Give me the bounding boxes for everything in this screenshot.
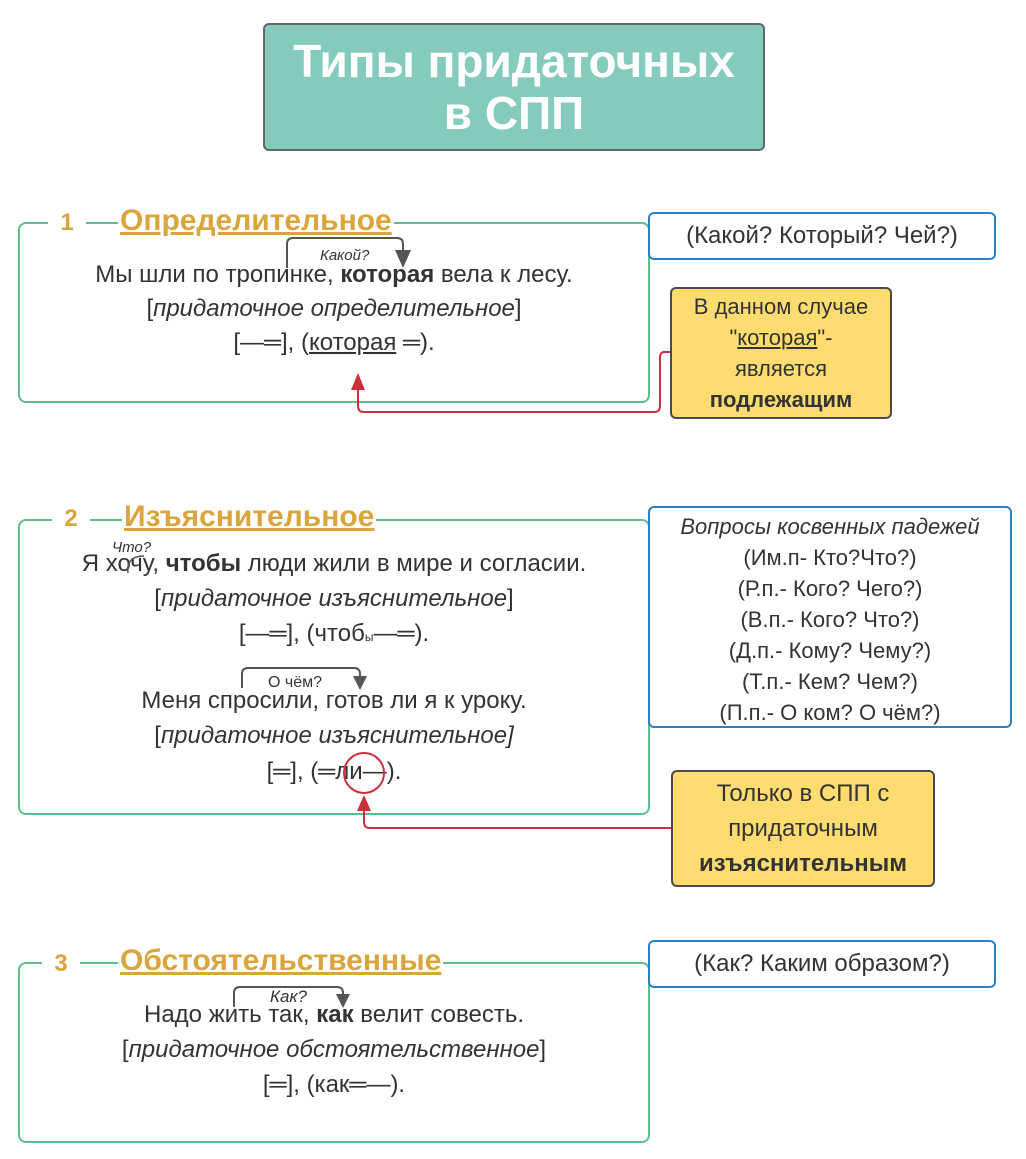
- scheme-part: ═).: [396, 329, 435, 356]
- questions-item: (В.п.- Кого? Что?): [740, 607, 920, 632]
- note-line: "которая"-: [672, 322, 890, 353]
- scheme-part: —).: [362, 758, 402, 785]
- section-2-question-label-1: Что?: [112, 539, 152, 556]
- note-line: является: [734, 356, 828, 381]
- page-title: Типы придаточных в СПП: [263, 23, 765, 151]
- note-line: В данном случае: [693, 294, 869, 319]
- section-2-sentence-2: Меня спросили, готов ли я к уроку.: [141, 687, 527, 714]
- section-1-scheme: [—═], (которая ═).: [20, 328, 648, 358]
- scheme-particle-word: ли: [335, 758, 363, 785]
- section-2-questions-box: Вопросы косвенных падежей (Им.п- Кто?Что…: [648, 506, 1012, 728]
- section-1-sentence: Мы шли по тропинке, которая вела к лесу.: [20, 260, 648, 290]
- type-label-text: придаточное изъяснительное: [160, 585, 508, 612]
- note-line-bold: изъяснительным: [698, 850, 908, 877]
- sentence-part: люди жили в мире и согласии.: [241, 550, 587, 577]
- section-2-type-label-2: [придаточное изъяснительное]: [154, 722, 514, 749]
- section-3-scheme: [═], (как═—).: [262, 1071, 406, 1098]
- conjunction-word: чтобы: [165, 550, 242, 577]
- note-word: которая: [737, 325, 818, 350]
- questions-heading-text: Вопросы косвенных падежей: [680, 514, 980, 539]
- sentence-part: Мы шли по тропинке,: [95, 261, 341, 288]
- section-2-sentence-1: Я хочу, чтобы люди жили в мире и согласи…: [20, 549, 648, 579]
- scheme-subject-word: которая: [308, 329, 397, 356]
- section-2-type-label-1: [придаточное изъяснительное]: [154, 585, 514, 612]
- scheme-part: [—═], (: [233, 329, 309, 356]
- questions-item: (П.п.- О ком? О чём?): [719, 700, 941, 725]
- sentence-part: вела к лесу.: [434, 261, 573, 288]
- questions-text: (Какой? Который? Чей?): [686, 222, 958, 249]
- section-3-type-label: [придаточное обстоятельственное]: [121, 1036, 547, 1063]
- questions-text: (Как? Каким образом?): [694, 950, 950, 977]
- note-quote: ": [729, 325, 738, 350]
- questions-heading: Вопросы косвенных падежей: [650, 511, 1010, 542]
- section-2-title: Изъяснительное: [122, 500, 377, 534]
- questions-item: (Д.п.- Кому? Чему?): [728, 638, 932, 663]
- title-line-1: Типы придаточных: [293, 35, 735, 87]
- section-1-questions-box: (Какой? Который? Чей?): [648, 212, 996, 260]
- questions-item: (Т.п.- Кем? Чем?): [741, 669, 918, 694]
- type-label-text: придаточное определительное: [153, 295, 515, 322]
- type-label-text: придаточное изъяснительное]: [160, 722, 514, 749]
- sentence-part: велит совесть.: [353, 1001, 524, 1028]
- type-label-text: придаточное обстоятельственное: [128, 1036, 540, 1063]
- scheme-part: [═], (═: [266, 758, 336, 785]
- questions-item: (Р.п.- Кого? Чего?): [737, 576, 923, 601]
- section-3-title: Обстоятельственные: [118, 944, 444, 978]
- title-line-2: в СПП: [443, 87, 585, 139]
- questions-item: (Им.п- Кто?Что?): [743, 545, 917, 570]
- section-2-scheme-1: [—═], (чтобы—═).: [20, 619, 648, 652]
- section-1-dash: [92, 222, 118, 224]
- note-line-bold: подлежащим: [709, 387, 853, 412]
- section-3-number: 3: [42, 950, 80, 980]
- scheme-part: —═).: [373, 620, 430, 647]
- section-3-questions-box: (Как? Каким образом?): [648, 940, 996, 988]
- note-quote: "-: [817, 325, 833, 350]
- section-2-number: 2: [52, 505, 90, 535]
- note-line: Только в СПП с: [716, 780, 890, 807]
- section-3-dash: [86, 962, 118, 964]
- section-3-sentence: Надо жить так, как велит совесть.: [20, 1000, 648, 1030]
- scheme-small-letter: ы: [364, 630, 374, 644]
- section-1-title: Определительное: [118, 204, 394, 238]
- section-2-note: Только в СПП с придаточным изъяснительны…: [671, 770, 935, 887]
- section-2-scheme-2: [═], (═ли—).: [20, 757, 648, 787]
- conjunction-word: как: [316, 1001, 354, 1028]
- conjunction-word: которая: [340, 261, 435, 288]
- sentence-part: Надо жить так,: [144, 1001, 317, 1028]
- section-1-number: 1: [48, 209, 86, 239]
- section-1-note: В данном случае "которая"- является подл…: [670, 287, 892, 419]
- scheme-part: [—═], (чтоб: [238, 620, 365, 647]
- sentence-part: Я хочу,: [81, 550, 166, 577]
- section-1-type-label: [придаточное определительное]: [146, 295, 522, 322]
- note-line: придаточным: [728, 815, 878, 842]
- section-2-dash: [96, 519, 122, 521]
